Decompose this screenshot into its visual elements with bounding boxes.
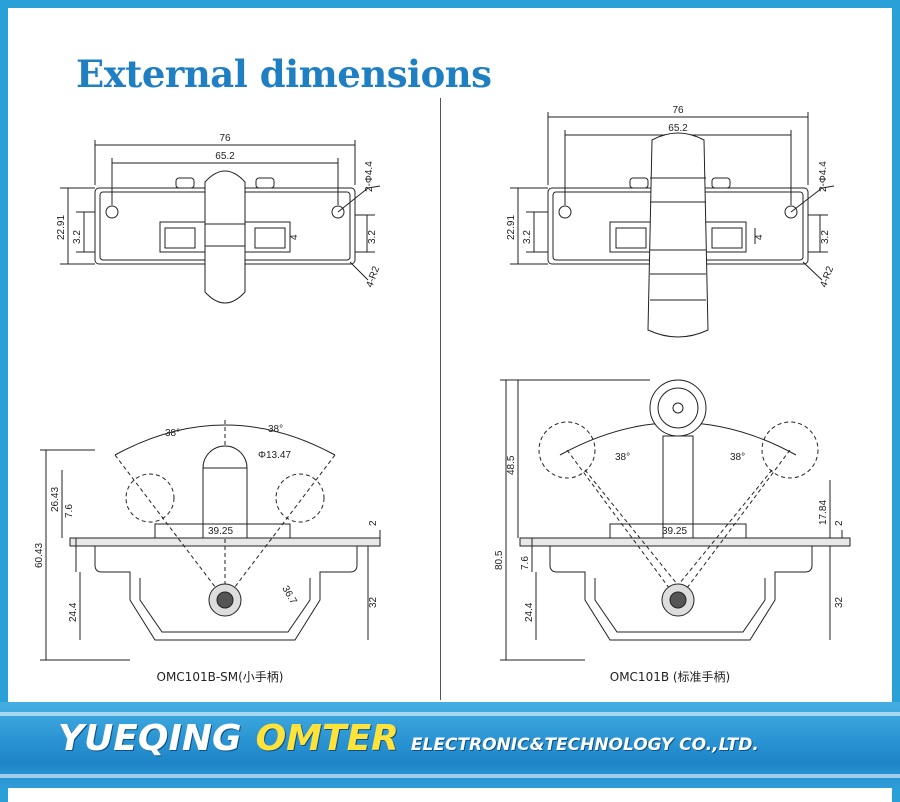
company-banner: YUEQING OMTER ELECTRONIC&TECHNOLOGY CO.,LT… (0, 702, 900, 788)
dim-angle-right: 38° (268, 424, 283, 435)
drawing-right: 76 65.2 2-Φ4.4 22.91 3.2 3.2 4 4-R2 38° … (494, 105, 851, 661)
dim-hole-spec: 2-Φ4.4 (818, 161, 829, 192)
dim-knob-diameter: Φ13.47 (258, 450, 291, 461)
dim-overall-width: 76 (672, 105, 684, 116)
dim-height-above: 26.43 (50, 487, 61, 512)
dim-overall-width: 76 (219, 133, 231, 144)
dim-edge-left: 3.2 (522, 230, 533, 244)
dim-total-height: 60.43 (34, 543, 45, 568)
dim-angle-left: 38° (615, 452, 630, 463)
dim-hole-spacing: 65.2 (668, 123, 688, 134)
dim-hole-spacing: 65.2 (215, 151, 235, 162)
dim-base-width: 39.25 (208, 526, 233, 537)
dim-offset: 7.6 (64, 504, 75, 518)
dim-depth: 24.4 (68, 602, 79, 622)
dim-plate-thickness: 2 (368, 520, 379, 526)
dim-edge-right: 3.2 (820, 230, 831, 244)
side-view (500, 379, 851, 661)
dim-right-depth: 32 (368, 596, 379, 608)
dim-angle-right: 38° (730, 452, 745, 463)
dim-right-depth: 32 (834, 596, 845, 608)
caption-right: OMC101B (标准手柄) (609, 670, 731, 684)
brand-name: OMTER (255, 718, 399, 759)
dim-angle-left: 38° (165, 428, 180, 439)
drawing-left: 76 65.2 2-Φ4.4 22.91 3.2 3.2 4 4-R2 38° … (34, 133, 382, 661)
dim-height: 22.91 (56, 215, 67, 240)
banner-text: YUEQING OMTER ELECTRONIC&TECHNOLOGY CO.,LT… (58, 718, 759, 759)
dim-height-above: 48.5 (506, 455, 517, 475)
dim-depth: 24.4 (524, 602, 535, 622)
dim-corner: 4-R2 (364, 264, 382, 289)
dim-arm-length: 36.7 (279, 584, 298, 607)
dim-arm-height: 17.84 (818, 500, 829, 525)
dim-height: 22.91 (506, 215, 517, 240)
dim-corner: 4-R2 (818, 264, 836, 289)
caption-left: OMC101B-SM(小手柄) (156, 670, 284, 684)
banner-stripe (0, 774, 900, 778)
dim-gap: 4 (754, 234, 765, 240)
dim-gap: 4 (289, 234, 300, 240)
page-title: External dimensions (76, 52, 492, 96)
company-name: YUEQING (58, 718, 242, 759)
dim-offset: 7.6 (520, 556, 531, 570)
dim-hole-spec: 2-Φ4.4 (364, 161, 375, 192)
vertical-divider (440, 98, 441, 700)
company-suffix: ELECTRONIC&TECHNOLOGY CO.,LTD. (410, 735, 759, 755)
dim-base-width: 39.25 (662, 526, 687, 537)
side-view (40, 420, 381, 661)
top-view (510, 112, 835, 338)
dim-total-height: 80.5 (494, 550, 505, 570)
banner-stripe (0, 712, 900, 716)
right-labels: 76 65.2 2-Φ4.4 22.91 3.2 3.2 4 4-R2 38° … (494, 105, 845, 622)
dim-plate-thickness: 2 (834, 520, 845, 526)
dim-edge-right: 3.2 (367, 230, 378, 244)
left-labels: 76 65.2 2-Φ4.4 22.91 3.2 3.2 4 4-R2 38° … (34, 133, 382, 622)
dim-edge-left: 3.2 (72, 230, 83, 244)
top-view (60, 140, 381, 304)
